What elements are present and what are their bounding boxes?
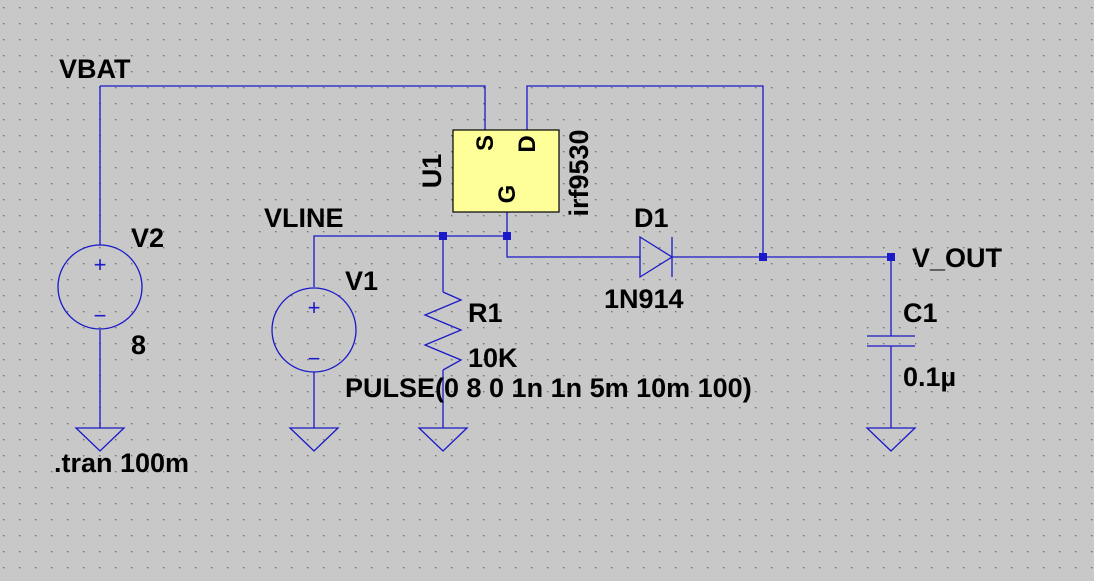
- c1-name-label[interactable]: C1: [903, 298, 938, 328]
- capacitor-c1[interactable]: [867, 335, 915, 347]
- net-label-vout[interactable]: V_OUT: [912, 243, 1003, 273]
- ground-symbol-r1[interactable]: [417, 427, 469, 452]
- wire-vbat-to-source[interactable]: [100, 85, 486, 130]
- ground-symbol-c1[interactable]: [865, 427, 917, 452]
- v2-value-label[interactable]: 8: [131, 330, 146, 360]
- net-label-vline[interactable]: VLINE: [264, 203, 344, 233]
- v2-minus-sign: −: [94, 303, 107, 328]
- junction-vout[interactable]: [887, 253, 895, 261]
- v1-minus-sign: −: [308, 346, 321, 371]
- d1-name-label[interactable]: D1: [634, 203, 669, 233]
- u1-name-label[interactable]: U1: [417, 154, 447, 189]
- junction-vline-r1[interactable]: [439, 232, 447, 240]
- mosfet-pin-s-label: S: [472, 135, 499, 151]
- net-label-vbat[interactable]: VBAT: [59, 54, 131, 84]
- junction-gate[interactable]: [503, 232, 511, 240]
- resistor-r1[interactable]: [423, 291, 463, 371]
- ground-symbol-v2[interactable]: [74, 427, 126, 452]
- r1-value-label[interactable]: 10K: [468, 343, 518, 373]
- v1-value-label[interactable]: PULSE(0 8 0 1n 1n 5m 10m 100): [345, 373, 752, 403]
- junctions: [439, 232, 895, 261]
- mosfet-pin-g-label: G: [494, 185, 521, 204]
- mosfet-u1-body[interactable]: [452, 129, 560, 213]
- wire-drain-loop[interactable]: [526, 85, 764, 257]
- wires: [99, 85, 892, 428]
- mosfet-pin-d-label: D: [514, 135, 541, 152]
- ground-symbol-v1[interactable]: [288, 427, 340, 452]
- voltage-source-v1[interactable]: + −: [271, 287, 357, 373]
- r1-name-label[interactable]: R1: [468, 298, 503, 328]
- spice-directive[interactable]: .tran 100m: [54, 448, 189, 478]
- voltage-source-v2[interactable]: + −: [57, 244, 143, 330]
- v2-name-label[interactable]: V2: [131, 223, 164, 253]
- diode-d1[interactable]: [639, 235, 674, 279]
- v2-plus-sign: +: [94, 252, 107, 277]
- v1-name-label[interactable]: V1: [345, 266, 378, 296]
- ground-symbols: [74, 427, 917, 452]
- c1-value-label[interactable]: 0.1µ: [903, 362, 956, 392]
- junction-drain-diode[interactable]: [759, 253, 767, 261]
- d1-value-label[interactable]: 1N914: [604, 284, 684, 314]
- v1-plus-sign: +: [308, 295, 321, 320]
- u1-model-label[interactable]: irf9530: [564, 129, 594, 216]
- wire-gate[interactable]: [506, 212, 640, 258]
